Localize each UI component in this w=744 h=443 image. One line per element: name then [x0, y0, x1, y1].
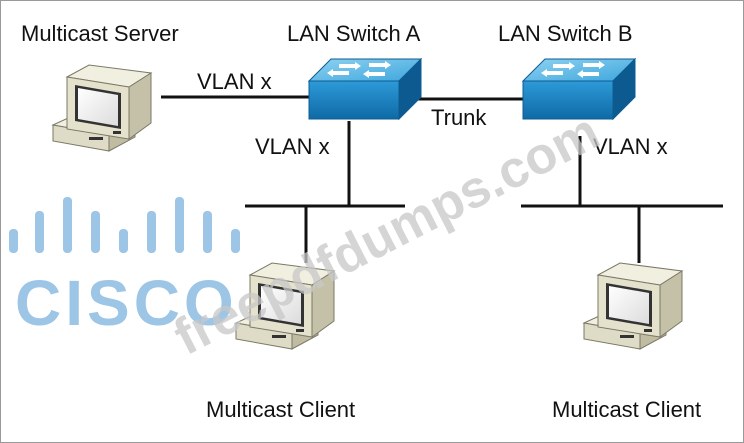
- multicast-server-label: Multicast Server: [21, 21, 179, 46]
- lan-switch-b-label: LAN Switch B: [498, 21, 633, 46]
- trunk-label: Trunk: [431, 105, 487, 130]
- vlan-server-link-label: VLAN x: [197, 69, 272, 94]
- network-links: [161, 95, 723, 263]
- multicast-client-right-computer-icon: [583, 262, 683, 350]
- cisco-bridge-bars-icon: [9, 197, 240, 253]
- lan-switch-a-label: LAN Switch A: [287, 21, 421, 46]
- lan-switch-a-icon: [308, 58, 422, 120]
- vlan-switch-b-label: VLAN x: [593, 134, 668, 159]
- multicast-server-computer-icon: [52, 64, 152, 152]
- vlan-switch-a-label: VLAN x: [255, 134, 330, 159]
- multicast-client-left-label: Multicast Client: [206, 397, 355, 422]
- cisco-logo-text: CISCO: [15, 267, 238, 339]
- cisco-logo: CISCO: [9, 197, 240, 339]
- multicast-client-right-label: Multicast Client: [552, 397, 701, 422]
